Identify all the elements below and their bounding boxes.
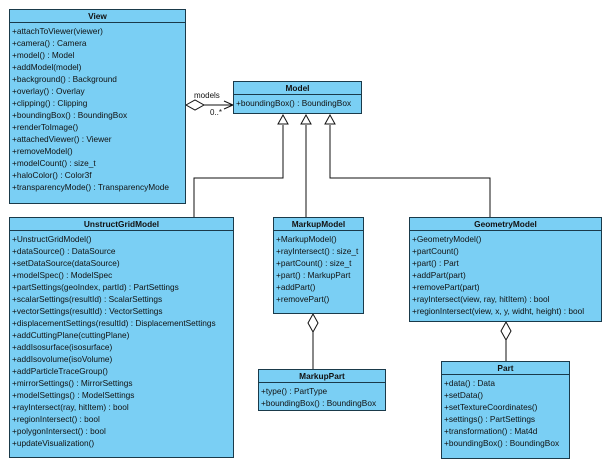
operations: +type() : PartType +boundingBox() : Bound… — [259, 383, 385, 409]
operation: +part() : Part — [412, 258, 459, 268]
operation: +partSettings(geoIndex, partId) : PartSe… — [12, 282, 179, 292]
operation: +displacementSettings(resultId) : Displa… — [12, 318, 216, 328]
operation: +dataSource() : DataSource — [12, 246, 116, 256]
operation: +regionIntersect() : bool — [12, 414, 100, 424]
operation: +renderToImage() — [12, 122, 79, 132]
operation: +addCuttingPlane(cuttingPlane) — [12, 330, 130, 340]
generalization-triangle-3 — [324, 113, 336, 125]
operation: +camera() : Camera — [12, 38, 87, 48]
class-model[interactable]: Model +boundingBox() : BoundingBox — [233, 81, 362, 114]
operation: +attachToViewer(viewer) — [12, 26, 103, 36]
operation: +addIsovolume(isoVolume) — [12, 354, 113, 364]
class-part[interactable]: Part +data() : Data +setData() +setTexture… — [441, 361, 570, 459]
operation: +partCount() : size_t — [276, 258, 352, 268]
operation: +transformation() : Mat4d — [444, 426, 538, 436]
operation: +rayIntersect(ray, hitItem) : bool — [12, 402, 129, 412]
operation: +background() : Background — [12, 74, 117, 84]
operation: +addPart(part) — [412, 270, 466, 280]
operation: +scalarSettings(resultId) : ScalarSettin… — [12, 294, 163, 304]
class-name: GeometryModel — [410, 218, 601, 231]
operation: +transparencyMode() : TransparencyMode — [12, 182, 170, 192]
operation: +vectorSettings(resultId) : VectorSettin… — [12, 306, 163, 316]
operation: +removeModel() — [12, 146, 73, 156]
generalization-geometry — [329, 125, 491, 217]
generalization-triangle-2 — [300, 113, 312, 125]
operations: +data() : Data +setData() +setTextureCoord… — [442, 375, 569, 449]
class-name: MarkupPart — [259, 370, 385, 383]
operation: +boundingBox() : BoundingBox — [261, 398, 377, 408]
class-name: MarkupModel — [274, 218, 363, 231]
operations: +attachToViewer(viewer) +camera() : Camer… — [10, 23, 185, 193]
class-geometry-model[interactable]: GeometryModel +GeometryModel() +partCount… — [409, 217, 602, 322]
operation: +model() : Model — [12, 50, 75, 60]
class-markup-model[interactable]: MarkupModel +MarkupModel() +rayIntersect(… — [273, 217, 364, 314]
operation: +removePart() — [276, 294, 330, 304]
operations: +UnstructGridModel() +dataSource() : Data… — [10, 231, 233, 449]
operation: +addParticleTraceGroup() — [12, 366, 108, 376]
operation: +boundingBox() : BoundingBox — [236, 98, 352, 108]
operation: +rayIntersect() : size_t — [276, 246, 359, 256]
operations: +MarkupModel() +rayIntersect() : size_t +p… — [274, 231, 363, 305]
operation: +removePart(part) — [412, 282, 480, 292]
operation: +polygonIntersect() : bool — [12, 426, 106, 436]
operation: +attachedViewer() : Viewer — [12, 134, 112, 144]
generalization-triangle-1 — [277, 113, 289, 125]
operations: +GeometryModel() +partCount() +part() : Pa… — [410, 231, 601, 317]
operation: +addModel(model) — [12, 62, 82, 72]
operation: +modelCount() : size_t — [12, 158, 96, 168]
operation: +boundingBox() : BoundingBox — [444, 438, 560, 448]
operation: +regionIntersect(view, x, y, widht, heig… — [412, 306, 585, 316]
class-name: Part — [442, 362, 569, 375]
operation: +boundingBox() : BoundingBox — [12, 110, 128, 120]
class-unstruct-grid-model[interactable]: UnstructGridModel +UnstructGridModel() +d… — [9, 217, 234, 458]
operation: +setTextureCoordinates() — [444, 402, 538, 412]
aggregation-diamond-geometry — [500, 320, 512, 342]
operation: +addIsosurface(isosurface) — [12, 342, 113, 352]
operation: +GeometryModel() — [412, 234, 482, 244]
operation: +data() : Data — [444, 378, 495, 388]
operation: +modelSettings() : ModelSettings — [12, 390, 135, 400]
operation: +addPart() — [276, 282, 316, 292]
operation: +setDataSource(dataSource) — [12, 258, 120, 268]
class-name: View — [10, 10, 185, 23]
operation: +type() : PartType — [261, 386, 328, 396]
class-name: Model — [234, 82, 361, 95]
operation: +mirrorSettings() : MirrorSettings — [12, 378, 133, 388]
operations: +boundingBox() : BoundingBox — [234, 95, 361, 109]
operation: +modelSpec() : ModelSpec — [12, 270, 113, 280]
class-markup-part[interactable]: MarkupPart +type() : PartType +boundingBo… — [258, 369, 386, 411]
operation: +UnstructGridModel() — [12, 234, 92, 244]
operation: +haloColor() : Color3f — [12, 170, 92, 180]
association-role-label: models — [194, 91, 220, 100]
operation: +part() : MarkupPart — [276, 270, 351, 280]
operation: +overlay() : Overlay — [12, 86, 85, 96]
operation: +partCount() — [412, 246, 459, 256]
operation: +rayIntersect(view, ray, hitItem) : bool — [412, 294, 550, 304]
aggregation-diamond-markup — [307, 312, 319, 334]
aggregation-diamond-view — [184, 99, 206, 111]
operation: +settings() : PartSettings — [444, 414, 536, 424]
association-multiplicity-label: 0..* — [210, 108, 223, 117]
class-view[interactable]: View +attachToViewer(viewer) +camera() : … — [9, 9, 186, 204]
operation: +setData() — [444, 390, 483, 400]
operation: +MarkupModel() — [276, 234, 337, 244]
generalization-unstruct — [193, 125, 284, 217]
operation: +clipping() : Clipping — [12, 98, 88, 108]
operation: +updateVisualization() — [12, 438, 95, 448]
class-name: UnstructGridModel — [10, 218, 233, 231]
